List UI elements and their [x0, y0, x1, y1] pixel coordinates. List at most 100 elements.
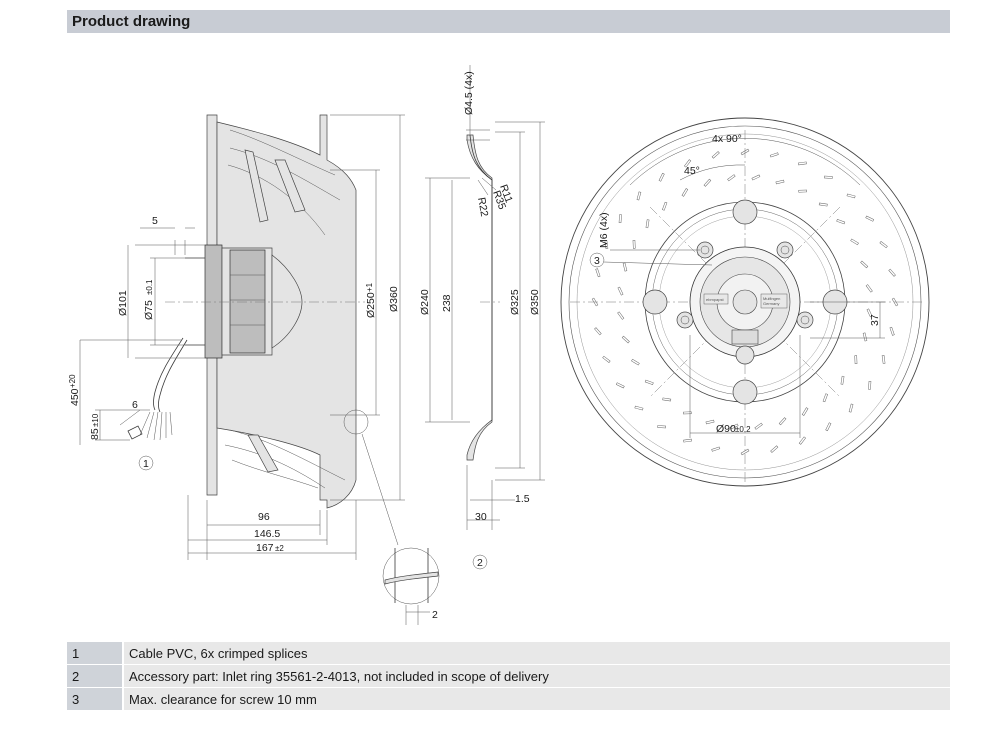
- crimped-splices: [139, 411, 173, 441]
- svg-text:+1: +1: [365, 282, 374, 292]
- blade-mark: [881, 355, 886, 364]
- cable-gland: [731, 329, 759, 345]
- blade-mark: [727, 174, 736, 182]
- blade-mark: [622, 262, 628, 272]
- svg-text:Ø90: Ø90: [716, 423, 736, 435]
- svg-text:±2: ±2: [275, 544, 284, 553]
- side-dimensions: 5 Ø101 Ø75 ±0.1 450 +20 85 ±10 6 1 96 14…: [68, 114, 405, 560]
- blade-mark: [824, 175, 833, 179]
- svg-text:30: 30: [475, 511, 487, 523]
- blade-mark: [681, 188, 689, 197]
- blade-mark: [595, 268, 601, 278]
- svg-text:Ø360: Ø360: [388, 286, 400, 312]
- blade-mark: [636, 191, 642, 201]
- svg-text:±0.2: ±0.2: [735, 425, 751, 434]
- blade-mark: [684, 159, 692, 168]
- svg-text:M6 (4x): M6 (4x): [598, 212, 610, 248]
- legend-number: 1: [67, 642, 123, 665]
- svg-text:37: 37: [869, 314, 881, 326]
- brand-plate: [703, 293, 729, 305]
- side-view: [127, 114, 399, 546]
- blade-mark: [751, 174, 761, 181]
- blade-mark: [658, 172, 665, 182]
- callout-3: [589, 252, 605, 268]
- svg-text:Ø240: Ø240: [419, 289, 431, 315]
- svg-text:5: 5: [152, 215, 158, 227]
- blade-mark: [825, 422, 832, 432]
- blade-mark: [602, 355, 611, 363]
- blade-mark: [798, 189, 808, 193]
- svg-text:Ø75: Ø75: [143, 300, 155, 320]
- blade-mark: [879, 241, 888, 249]
- blade-mark: [775, 179, 785, 185]
- blade-mark: [657, 425, 666, 429]
- blade-mark: [818, 202, 828, 207]
- blade-mark: [740, 448, 750, 456]
- svg-text:85: 85: [89, 428, 101, 440]
- svg-text:Ø350: Ø350: [529, 289, 541, 315]
- svg-text:3: 3: [594, 255, 600, 267]
- blade-marks: [591, 148, 899, 456]
- blade-mark: [846, 193, 856, 199]
- blade-mark: [860, 260, 869, 269]
- blade-mark: [865, 215, 875, 222]
- svg-text:Ø4.5 (4x): Ø4.5 (4x): [463, 71, 475, 115]
- blade-mark: [888, 268, 896, 277]
- svg-text:Ø325: Ø325: [509, 289, 521, 315]
- svg-text:Ø101: Ø101: [117, 290, 129, 316]
- blade-mark: [632, 239, 636, 249]
- blade-mark: [604, 240, 609, 249]
- inlet-ring-view: Ø4.5 (4x) R11 R35 R22 Ø240 238 Ø325 Ø350…: [419, 65, 545, 570]
- front-view: ebmpapst Mulfingen Germany 4x 90° 45° M6…: [560, 117, 930, 487]
- blade-mark: [634, 405, 644, 411]
- svg-text:ebmpapst: ebmpapst: [706, 297, 724, 302]
- blade-mark: [848, 403, 854, 413]
- blade-mark: [754, 422, 763, 430]
- product-drawing: 5 Ø101 Ø75 ±0.1 450 +20 85 ±10 6 1 96 14…: [68, 65, 930, 625]
- blade-mark: [662, 397, 672, 402]
- blade-mark: [631, 358, 640, 366]
- origin-plate: [760, 293, 788, 309]
- svg-text:Ø250: Ø250: [365, 292, 377, 318]
- svg-text:R22: R22: [475, 196, 490, 217]
- motor-flange: [204, 244, 223, 359]
- detail-circle: [382, 547, 440, 605]
- blade-mark: [798, 436, 806, 445]
- blade-mark: [644, 379, 654, 385]
- svg-text:45°: 45°: [684, 165, 700, 177]
- legend-text: Accessory part: Inlet ring 35561-2-4013,…: [122, 664, 950, 688]
- blade-mark: [645, 219, 650, 229]
- svg-text:167: 167: [256, 542, 274, 554]
- cable: [158, 339, 188, 413]
- blade-mark: [770, 445, 779, 453]
- blade-mark: [778, 417, 787, 426]
- legend-number: 3: [67, 687, 123, 711]
- blade-mark: [703, 178, 712, 187]
- blade-mark: [891, 297, 899, 307]
- svg-text:±0.1: ±0.1: [145, 279, 154, 295]
- svg-text:2: 2: [477, 557, 483, 569]
- blade-mark: [798, 161, 807, 166]
- blade-mark: [850, 238, 859, 246]
- blade-mark: [866, 308, 873, 318]
- svg-text:1: 1: [143, 458, 149, 470]
- outer-ring: [560, 117, 930, 487]
- blade-mark: [854, 355, 858, 365]
- svg-text:146.5: 146.5: [254, 528, 280, 540]
- detail-view: 2: [382, 547, 440, 625]
- legend-number: 2: [67, 664, 123, 688]
- blade-mark: [705, 419, 715, 425]
- blade-mark: [617, 311, 625, 320]
- callout-2: [472, 554, 488, 570]
- svg-text:6: 6: [132, 399, 138, 411]
- blade-mark: [618, 214, 622, 223]
- blade-mark: [862, 332, 868, 342]
- blade-mark: [889, 326, 895, 336]
- callout-1: [138, 455, 154, 471]
- svg-text:1.5: 1.5: [515, 493, 530, 505]
- blade-mark: [683, 438, 692, 443]
